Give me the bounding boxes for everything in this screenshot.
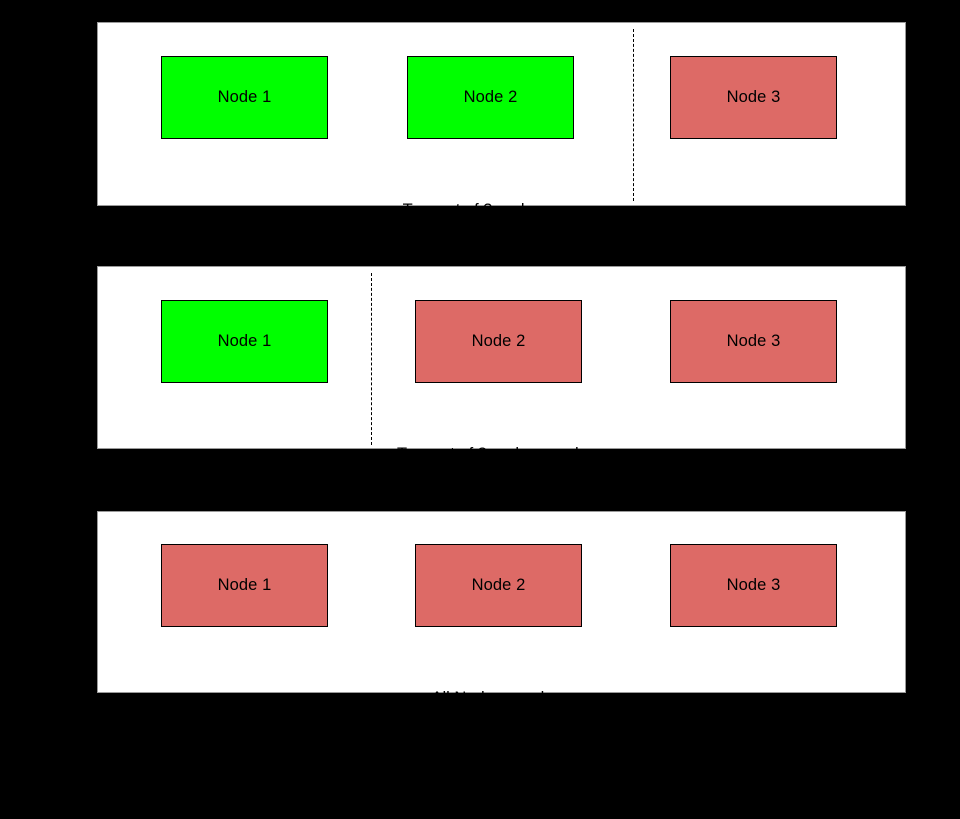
diagram-canvas: Node 1 Node 2 Node 3 Two out of 3 nodes … [97,22,906,773]
panel-3-caption: All Nodes are down Majority Fails & Clus… [273,643,733,819]
panel-two-of-three-up: Node 1 Node 2 Node 3 Two out of 3 nodes … [97,22,906,285]
panel-2-node-2: Node 2 [415,300,582,383]
panel-2-divider [371,273,372,445]
panel-2-node-3: Node 3 [670,300,837,383]
panel-3-node-2-label: Node 2 [471,576,526,595]
panel-1-divider [633,29,634,201]
panel-2-node-1: Node 1 [161,300,328,383]
panel-2-node-1-label: Node 1 [217,332,272,351]
panel-two-of-three-down: Node 1 Node 2 Node 3 Two out of 3 nodes … [97,266,906,529]
panel-1-node-3: Node 3 [670,56,837,139]
panel-2-node-3-label: Node 3 [726,332,781,351]
panel-3-node-2: Node 2 [415,544,582,627]
panel-3-caption-line-1: All Nodes are down [431,689,575,707]
panel-3-node-3: Node 3 [670,544,837,627]
panel-1-caption-line-1: Two out of 3 nodes are up [402,201,594,219]
panel-3-node-3-label: Node 3 [726,576,781,595]
panel-3-node-1: Node 1 [161,544,328,627]
panel-3-node-1-label: Node 1 [217,576,272,595]
panel-all-nodes-down: Node 1 Node 2 Node 3 All Nodes are down … [97,511,906,773]
panel-1-node-3-label: Node 3 [726,88,781,107]
panel-2-caption-line-1: Two out of 3 nodes are down [397,445,609,463]
panel-1-node-2-label: Node 2 [463,88,518,107]
panel-3-caption-line-2: Majority Fails & Cluster Stops [394,755,612,773]
panel-2-node-2-label: Node 2 [471,332,526,351]
panel-1-node-2: Node 2 [407,56,574,139]
panel-1-node-1: Node 1 [161,56,328,139]
panel-1-node-1-label: Node 1 [217,88,272,107]
